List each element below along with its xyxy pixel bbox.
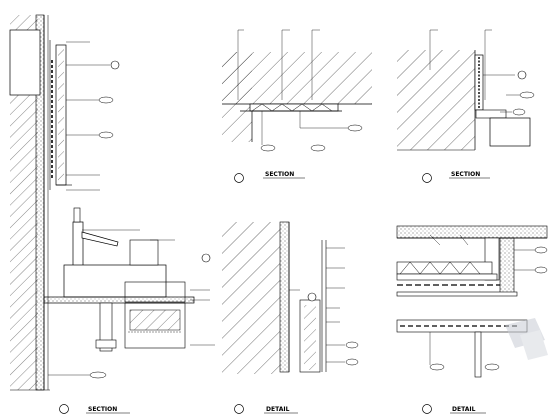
section-view-2 xyxy=(222,29,372,152)
callout-bubble xyxy=(98,96,114,104)
view-marker-icon xyxy=(422,173,432,183)
view-marker-icon xyxy=(422,404,432,414)
view-title-v4: DETAIL xyxy=(234,404,298,414)
view-title-v5: DETAIL xyxy=(422,404,486,414)
view-marker-icon xyxy=(234,404,244,414)
view-title-v2: SECTION xyxy=(234,171,305,183)
wall-finish xyxy=(279,221,290,373)
callout-bubble xyxy=(98,131,114,139)
view-title-text: DETAIL xyxy=(266,406,290,413)
faucet xyxy=(72,221,84,268)
view-marker-icon xyxy=(234,173,244,183)
view-title-v1: SECTION xyxy=(59,404,130,414)
section-view-1 xyxy=(9,14,215,391)
view-title-text: SECTION xyxy=(88,406,117,413)
view-title-text: SECTION xyxy=(265,171,294,178)
cad-watermark-icon xyxy=(505,318,548,360)
slab-hatch xyxy=(397,50,475,150)
pipe xyxy=(99,302,113,352)
upper-panel xyxy=(9,29,41,96)
view-title-v3: SECTION xyxy=(422,171,490,183)
drawer xyxy=(124,302,186,349)
view-title-text: DETAIL xyxy=(452,406,476,413)
view-marker-icon xyxy=(59,404,69,414)
callout-bubble xyxy=(110,60,120,70)
section-view-3 xyxy=(397,29,535,151)
detail-view-4 xyxy=(222,221,359,374)
detail-view-5 xyxy=(396,225,548,378)
fixing-detail xyxy=(307,292,317,302)
basin xyxy=(63,264,167,298)
wall-hatch xyxy=(222,222,280,374)
ceiling-slab xyxy=(396,225,548,239)
skirting xyxy=(489,117,531,147)
view-title-text: SECTION xyxy=(451,171,480,178)
